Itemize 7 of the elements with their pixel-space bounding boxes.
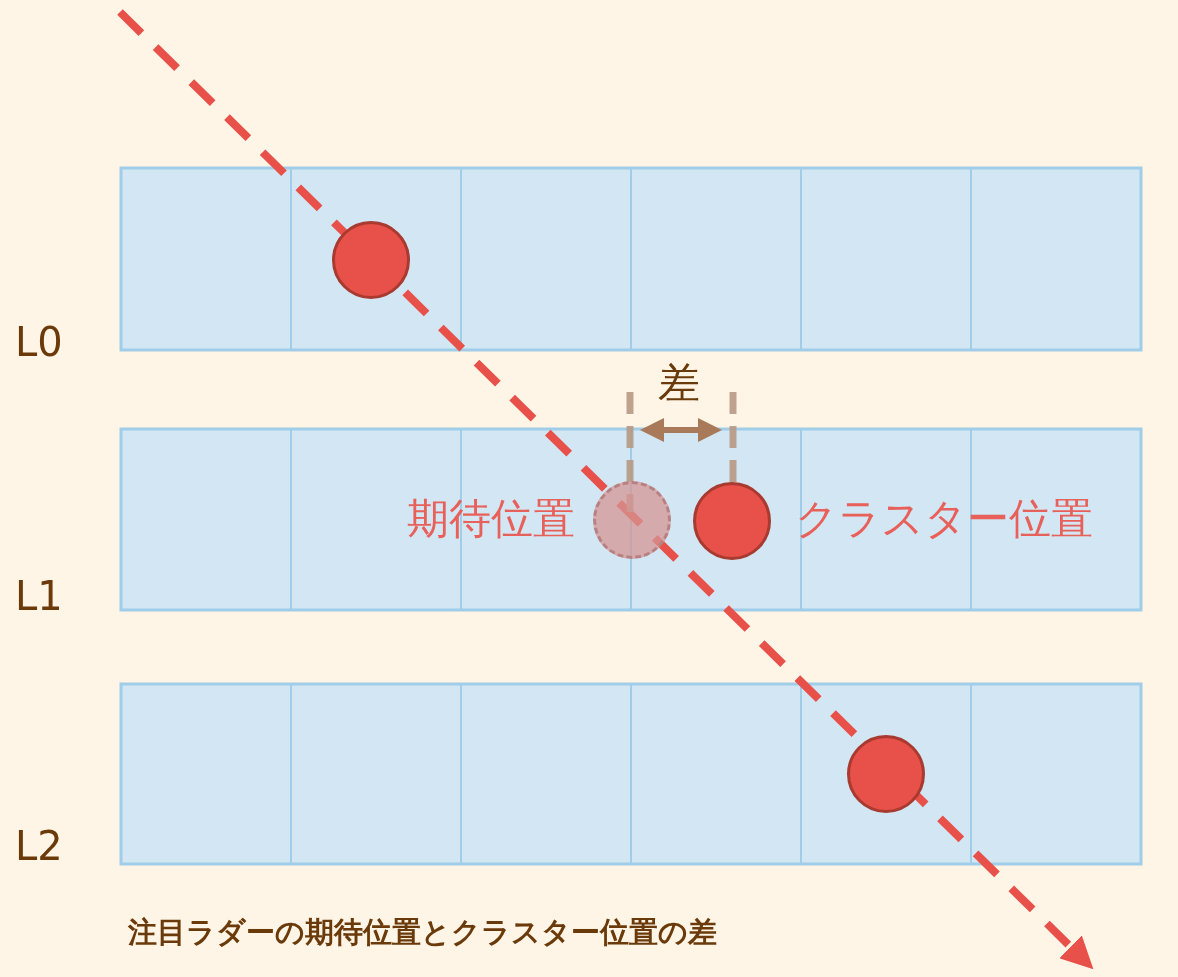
position-label: クラスター位置 — [795, 498, 1093, 540]
layer-label: L2 — [15, 826, 63, 866]
layer-label: L1 — [15, 576, 63, 616]
position-label: 期待位置 — [407, 498, 575, 540]
layer-label: L0 — [15, 322, 63, 362]
difference-label: 差 — [658, 362, 700, 404]
caption: 注目ラダーの期待位置とクラスター位置の差 — [128, 918, 717, 947]
